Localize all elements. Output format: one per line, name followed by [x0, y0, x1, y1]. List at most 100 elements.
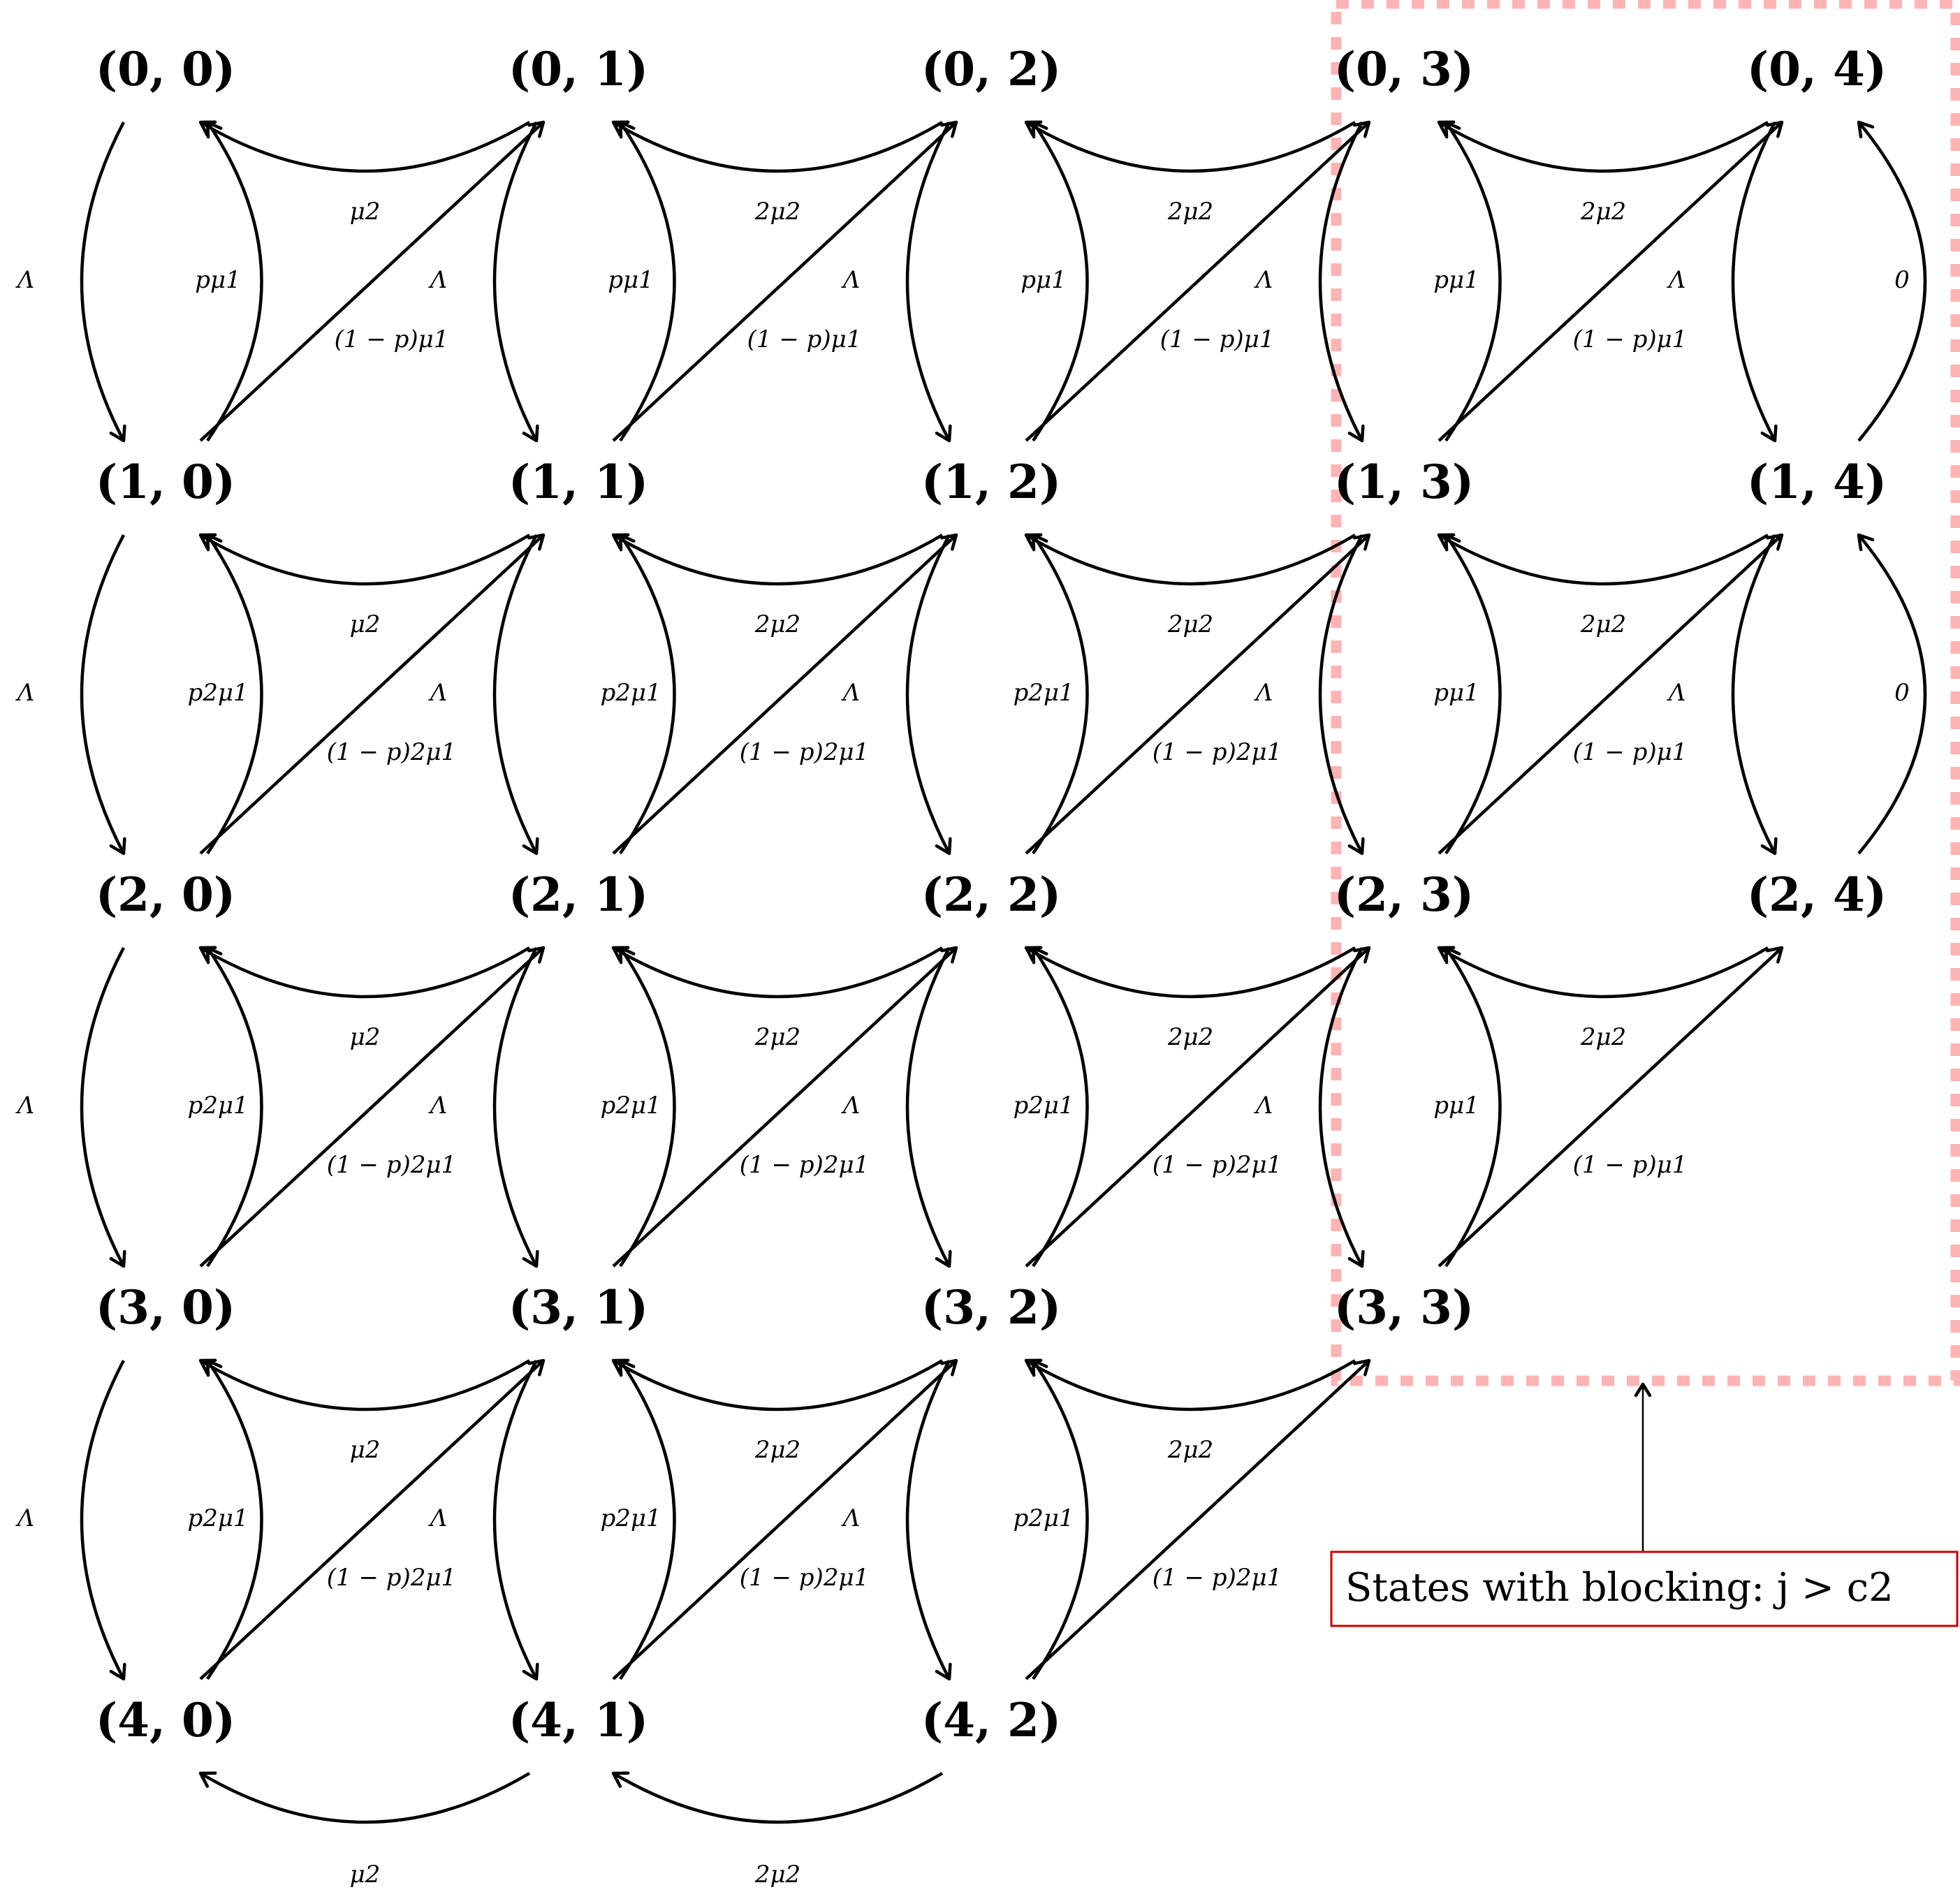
- transition-diagonal-30-21-label: (1 − p)2μ1: [327, 1151, 456, 1179]
- transition-diagonal-23-14: [1438, 534, 1783, 855]
- transition-diagonal-32-23: [1025, 946, 1370, 1268]
- state-node-1-2: (1, 2): [921, 455, 1061, 509]
- transition-return-20-10-label: p2μ1: [187, 679, 248, 707]
- state-node-0-1: (0, 1): [509, 42, 648, 96]
- transition-diagonal-42-33-arrowhead: [1353, 1358, 1371, 1377]
- transition-arrival-02-12-label: Λ: [841, 266, 861, 294]
- transition-return-22-12-label: p2μ1: [1013, 679, 1074, 707]
- transition-arrival-22-32-label: Λ: [841, 1092, 861, 1120]
- transition-service-01-00: [199, 121, 531, 173]
- transition-diagonal-42-33-label: (1 − p)2μ1: [1153, 1564, 1282, 1592]
- transition-arrival-00-10-arrowhead: [109, 424, 126, 443]
- transition-blocked-return-14-04-label: 0: [1894, 266, 1910, 294]
- transition-service-02-01-arrowhead: [611, 120, 630, 137]
- blocking-region: [1331, 0, 1960, 1386]
- state-node-2-3: (2, 3): [1334, 867, 1474, 922]
- transition-service-32-31: [612, 1359, 944, 1411]
- transition-return-32-22: [1032, 946, 1089, 1268]
- transition-service-04-03-arrowhead: [1437, 120, 1456, 137]
- transition-arrival-32-42: [905, 1359, 951, 1680]
- state-node-4-1: (4, 1): [509, 1693, 648, 1747]
- transition-diagonal-20-11-arrowhead: [527, 533, 546, 551]
- transition-service-22-21-label: 2μ2: [754, 1023, 800, 1051]
- transition-arrival-01-11-arrowhead: [522, 424, 539, 443]
- transition-return-11-01-label: pμ1: [608, 266, 654, 294]
- transition-service-31-30-arrowhead: [198, 1358, 217, 1375]
- transition-arrival-12-22-arrowhead: [935, 837, 952, 856]
- transition-diagonal-12-03: [1025, 121, 1370, 442]
- transition-diagonal-12-03-label: (1 − p)μ1: [1160, 325, 1275, 353]
- transition-service-03-02-label: 2μ2: [1167, 198, 1213, 226]
- transition-service-12-11-arrowhead: [611, 533, 630, 550]
- transition-diagonal-21-12-arrowhead: [940, 533, 958, 551]
- transition-arrival-00-10-label: Λ: [15, 266, 35, 294]
- transition-service-23-22-label: 2μ2: [1167, 1023, 1213, 1051]
- transition-service-32-31-arrowhead: [611, 1358, 630, 1375]
- transition-return-40-30-label: p2μ1: [187, 1504, 248, 1532]
- transition-arrival-22-32-arrowhead: [935, 1249, 952, 1268]
- transition-service-13-12-arrowhead: [1024, 533, 1043, 550]
- state-node-4-2: (4, 2): [921, 1693, 1061, 1747]
- transition-arrival-10-20-label: Λ: [15, 679, 35, 707]
- transition-arrival-31-41-label: Λ: [428, 1504, 448, 1532]
- transition-service-11-10-arrowhead: [198, 533, 217, 550]
- transition-arrival-01-11: [492, 121, 538, 442]
- transition-diagonal-30-21: [199, 946, 545, 1268]
- transition-diagonal-13-04-arrowhead: [1766, 120, 1784, 138]
- transition-service-31-30-label: μ2: [350, 1436, 381, 1464]
- state-node-3-2: (3, 2): [921, 1280, 1061, 1335]
- transition-return-20-10: [206, 534, 263, 855]
- transition-diagonal-31-22-label: (1 − p)2μ1: [740, 1151, 869, 1179]
- transition-arrival-04-14-label: Λ: [1667, 266, 1686, 294]
- edges-layer: [80, 120, 1927, 1824]
- transition-diagonal-40-31: [199, 1359, 545, 1680]
- transition-service-24-23-label: 2μ2: [1580, 1023, 1626, 1051]
- transition-diagonal-10-01-arrowhead: [527, 120, 546, 138]
- transition-arrival-13-23: [1318, 534, 1363, 855]
- transition-service-11-10-label: μ2: [350, 610, 381, 638]
- transition-arrival-13-23-arrowhead: [1347, 837, 1365, 856]
- transition-diagonal-22-13-arrowhead: [1353, 533, 1371, 551]
- transition-return-10-00: [206, 121, 263, 442]
- transition-service-22-21: [612, 946, 944, 999]
- state-node-2-1: (2, 1): [509, 867, 648, 922]
- transition-arrival-03-13-arrowhead: [1347, 424, 1365, 443]
- transition-service-04-03-label: 2μ2: [1580, 198, 1626, 226]
- transition-arrival-30-40-label: Λ: [15, 1504, 35, 1532]
- transition-arrival-10-20-arrowhead: [109, 837, 126, 856]
- transition-service-23-22: [1025, 946, 1356, 999]
- transition-diagonal-40-31-label: (1 − p)2μ1: [327, 1564, 456, 1592]
- transition-diagonal-12-03-arrowhead: [1353, 120, 1371, 138]
- transition-return-33-23: [1445, 946, 1502, 1268]
- transition-arrival-11-21-label: Λ: [428, 679, 448, 707]
- transition-return-32-22-label: p2μ1: [1013, 1092, 1074, 1120]
- transition-arrival-12-22-label: Λ: [841, 679, 861, 707]
- transition-diagonal-10-01: [199, 121, 545, 442]
- transition-arrival-20-30-label: Λ: [15, 1092, 35, 1120]
- transition-return-30-20-label: p2μ1: [187, 1092, 248, 1120]
- transition-arrival-02-12: [905, 121, 951, 442]
- transition-return-40-30: [206, 1359, 263, 1680]
- transition-return-33-23-label: pμ1: [1433, 1092, 1479, 1120]
- transition-arrival-22-32: [905, 946, 951, 1268]
- transition-service-04-03: [1438, 121, 1769, 173]
- transition-arrival-21-31-arrowhead: [522, 1249, 539, 1268]
- transition-diagonal-40-31-arrowhead: [527, 1358, 546, 1377]
- transition-diagonal-21-12-label: (1 − p)2μ1: [740, 738, 869, 766]
- transition-arrival-30-40: [80, 1359, 125, 1680]
- transition-diagonal-22-13: [1025, 534, 1370, 855]
- transition-arrival-04-14-arrowhead: [1760, 424, 1778, 443]
- transition-arrival-20-30: [80, 946, 125, 1268]
- transition-diagonal-42-33: [1025, 1359, 1370, 1680]
- transition-return-31-21-label: p2μ1: [600, 1092, 661, 1120]
- state-node-3-3: (3, 3): [1334, 1280, 1474, 1335]
- transition-arrival-31-41: [492, 1359, 538, 1680]
- transition-arrival-30-40-arrowhead: [109, 1662, 126, 1681]
- states-layer: (0, 0)(0, 1)(0, 2)(0, 3)(0, 4)(1, 0)(1, …: [96, 42, 1887, 1747]
- transition-arrival-23-33-label: Λ: [1254, 1092, 1273, 1120]
- transition-return-41-31-label: p2μ1: [600, 1504, 661, 1532]
- transition-diagonal-30-21-arrowhead: [527, 946, 546, 964]
- transition-blocked-return-14-04: [1857, 121, 1927, 442]
- transition-return-13-03-label: pμ1: [1433, 266, 1479, 294]
